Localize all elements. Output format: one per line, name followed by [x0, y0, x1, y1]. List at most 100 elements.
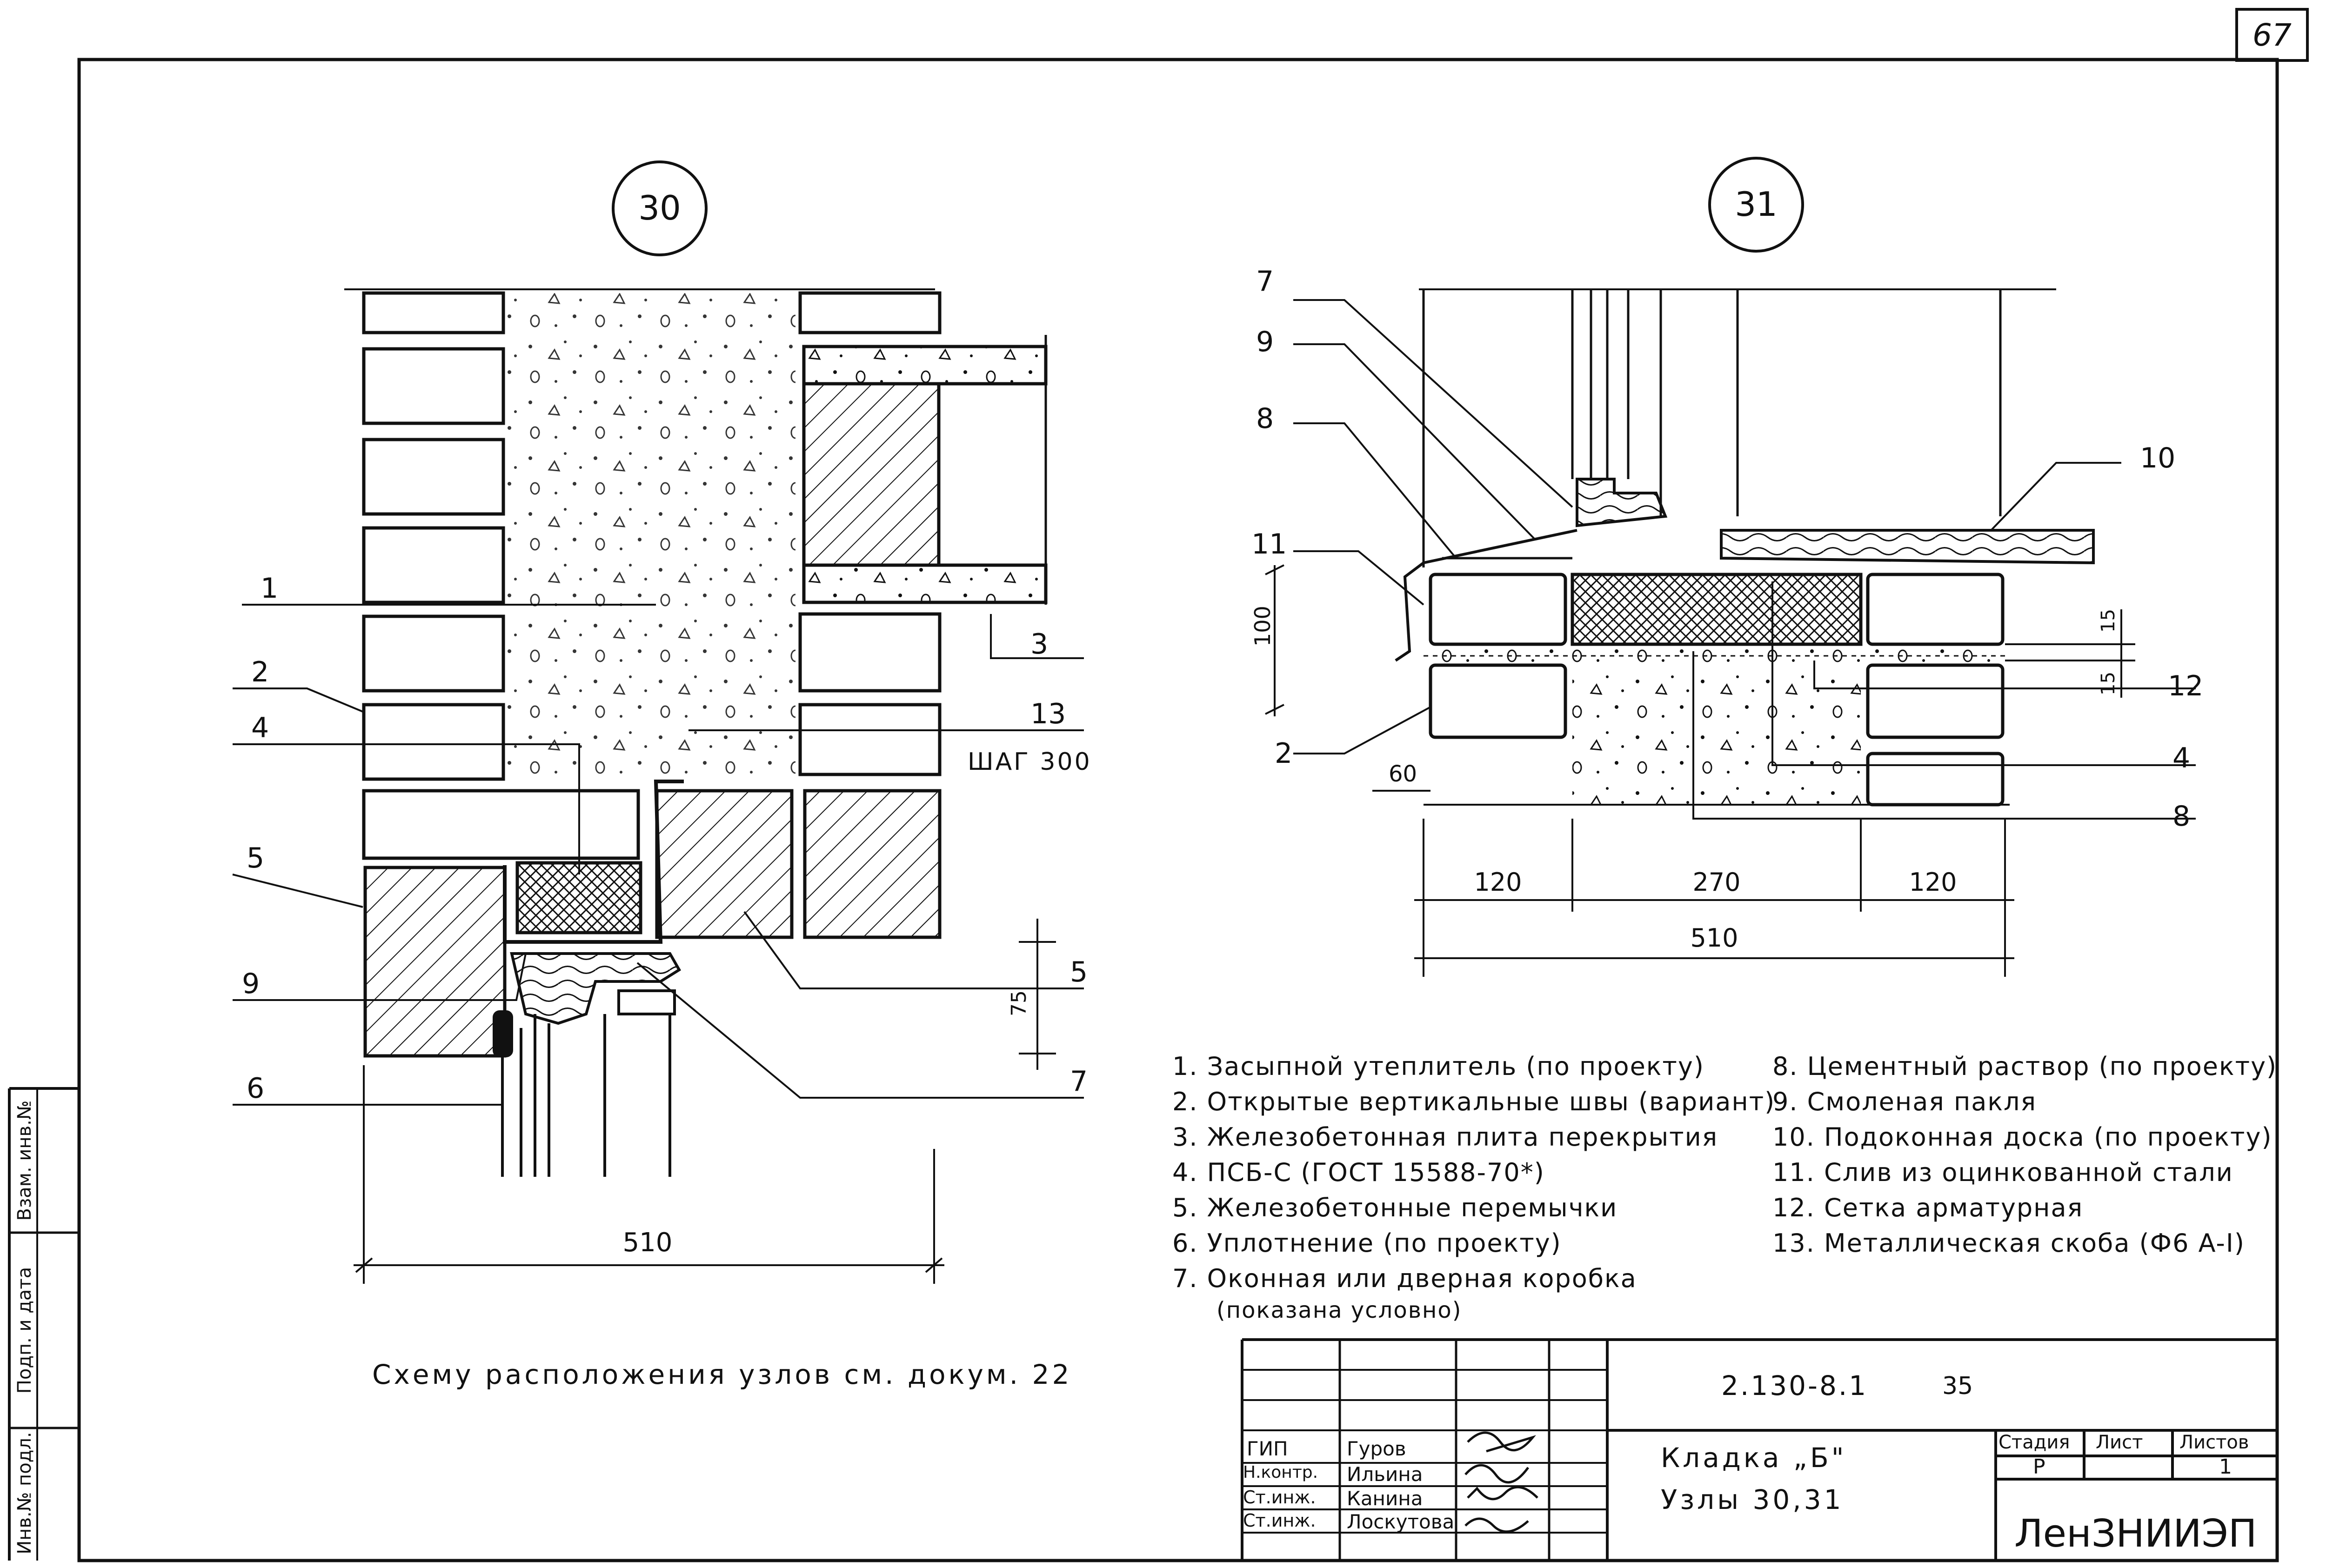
legend-item-4: 4. ПСБ-С (ГОСТ 15588-70*) [1172, 1158, 1545, 1187]
legend-right: 8. Цементный раствор (по проекту) 9. Смо… [1772, 1049, 2277, 1261]
n30-step: ШАГ 300 [968, 748, 1092, 776]
legend-item-6: 6. Уплотнение (по проекту) [1172, 1228, 1562, 1258]
insulation-fill [507, 293, 795, 786]
page-number-box [2235, 8, 2309, 62]
leaders-30 [232, 604, 1084, 1106]
masonry-31 [1429, 573, 2005, 807]
legend-item-5: 5. Железобетонные перемычки [1172, 1193, 1618, 1222]
sill-frame [1576, 478, 1668, 527]
stage-value: Р [2033, 1455, 2045, 1479]
n31-dim-120b: 120 [1909, 867, 1957, 897]
lintels [363, 789, 942, 1058]
name-3: Канина [1347, 1487, 1423, 1510]
n31-callout-9: 9 [1256, 326, 1274, 358]
n31-dim-100-label: 100 [1250, 606, 1275, 647]
node-30-label: 30 [638, 188, 681, 227]
sheets-value: 1 [2219, 1455, 2232, 1479]
n31-dim-270: 270 [1692, 867, 1740, 897]
signature-1 [1467, 1431, 1536, 1453]
n30-callout-7: 7 [1070, 1065, 1088, 1098]
role-4: Ст.инж. [1243, 1510, 1316, 1531]
legend-item-3: 3. Железобетонная плита перекрытия [1172, 1122, 1718, 1152]
stamp-inventory: Инв.№ подл. [14, 1432, 35, 1554]
floor-slab [802, 335, 1048, 605]
doc-code: 2.130-8.1 [1721, 1370, 1868, 1401]
legend-item-7: 7. Оконная или дверная коробка [1172, 1264, 1637, 1293]
n31-dim-510: 510 [1690, 923, 1738, 953]
psb-insulation [515, 861, 642, 934]
title-line-1: Кладка „Б" [1661, 1442, 1847, 1474]
legend-item-9: 9. Смоленая пакля [1772, 1087, 2037, 1116]
signature-2 [1464, 1464, 1530, 1484]
legend-item-8: 8. Цементный раствор (по проекту) [1772, 1052, 2278, 1081]
n30-dim-75 [1019, 919, 1056, 1070]
n31-callout-8b: 8 [2172, 800, 2190, 833]
brick-column-right [798, 291, 942, 776]
node-31-circle [1708, 157, 1804, 253]
role-2: Н.контр. [1243, 1463, 1318, 1482]
title-block [1241, 1338, 2277, 1561]
node-31: 31 [1250, 157, 2203, 977]
n30-callout-3: 3 [1030, 628, 1048, 661]
n31-dim-15b-label: 15 [2098, 672, 2119, 695]
sill-board [1720, 529, 2095, 565]
legend-item-1: 1. Засыпной утеплитель (по проекту) [1172, 1052, 1704, 1081]
metal-bracket [503, 780, 684, 944]
n31-dim-15 [2005, 609, 2135, 698]
window-frame-31 [1422, 289, 2002, 567]
n31-callout-12: 12 [2168, 670, 2203, 702]
n30-callout-1: 1 [261, 572, 278, 605]
n30-callout-5b: 5 [1070, 956, 1088, 988]
role-3: Ст.инж. [1243, 1487, 1316, 1508]
node-31-label: 31 [1735, 185, 1778, 224]
n31-callout-2: 2 [1275, 737, 1292, 770]
stamp-sign-date: Подп. и дата [14, 1267, 35, 1394]
n31-callout-4: 4 [2172, 742, 2190, 774]
leaders-31 [1293, 299, 2196, 820]
legend-left: 1. Засыпной утеплитель (по проекту) 2. О… [1172, 1049, 1775, 1324]
psb-insulation-31 [1571, 573, 1863, 646]
window-frame [493, 952, 682, 1177]
n30-callout-13: 13 [1030, 698, 1066, 730]
n30-callout-4: 4 [251, 712, 269, 744]
n30-callout-2: 2 [251, 656, 269, 688]
n30-dim-510-label: 510 [623, 1228, 673, 1258]
n30-callout-6: 6 [247, 1072, 264, 1105]
n31-dim-15a-label: 15 [2098, 609, 2119, 633]
legend-item-11: 11. Слив из оцинкованной стали [1772, 1158, 2233, 1187]
stamp-replace: Взам. инв.№ [14, 1101, 35, 1221]
legend-item-7-note: (показана условно) [1216, 1297, 1462, 1323]
n31-dim-60-label: 60 [1389, 761, 1417, 787]
doc-num: 35 [1942, 1372, 1973, 1400]
n31-dim-bottom [1414, 819, 2014, 977]
name-4: Лоскутова [1347, 1510, 1455, 1533]
legend-item-12: 12. Сетка арматурная [1772, 1193, 2084, 1222]
signature-4 [1464, 1517, 1529, 1533]
name-1: Гуров [1347, 1437, 1406, 1460]
node-30: 30 [232, 160, 1092, 1284]
legend-item-13: 13. Металлическая скоба (Ф6 A-I) [1772, 1228, 2245, 1258]
page-number: 67 [2252, 17, 2292, 53]
title-line-2: Узлы 30,31 [1661, 1484, 1844, 1515]
side-stamp: Взам. инв.№ Подп. и дата Инв.№ подл. [8, 1087, 79, 1561]
n31-dim-120a: 120 [1474, 867, 1522, 897]
stage-header: Стадия [1998, 1432, 2070, 1453]
name-2: Ильина [1347, 1463, 1423, 1486]
node-30-circle [612, 160, 708, 256]
concrete-fill-31 [1572, 665, 1861, 805]
n30-dim-510 [354, 1065, 944, 1284]
sheets-header: Листов [2179, 1432, 2249, 1453]
sheet-header: Лист [2096, 1432, 2143, 1453]
org-name: ЛенЗНИИЭП [2014, 1512, 2257, 1556]
n31-callout-10: 10 [2140, 442, 2175, 474]
role-1: ГИП [1247, 1437, 1288, 1460]
n31-callout-11: 11 [1251, 528, 1287, 560]
n31-callout-7: 7 [1256, 265, 1274, 298]
n30-callout-5a: 5 [247, 842, 264, 874]
n31-callout-8a: 8 [1256, 402, 1274, 435]
legend-item-2: 2. Открытые вертикальные швы (вариант) [1172, 1087, 1776, 1116]
brick-column-left [362, 291, 640, 860]
n31-dim-100 [1265, 564, 1284, 716]
n30-callout-9: 9 [242, 967, 260, 1000]
